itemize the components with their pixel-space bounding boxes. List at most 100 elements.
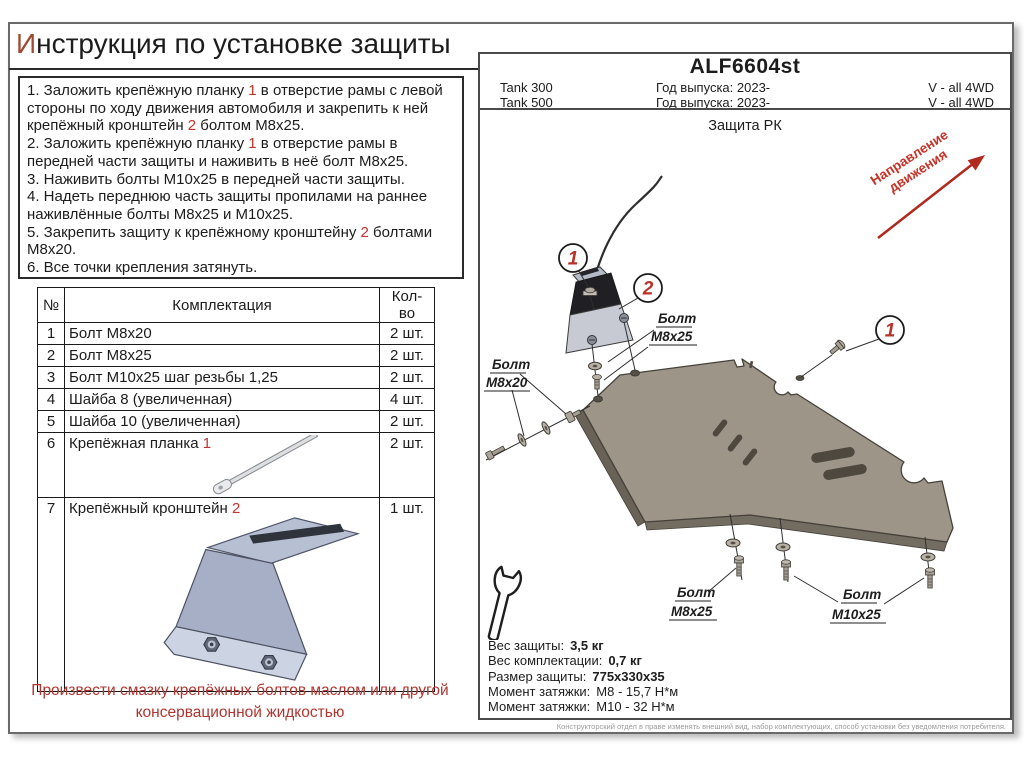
table-row: 5 Шайба 10 (увеличенная) 2 шт. — [37, 410, 435, 433]
spec-label: Вес защиты: — [488, 638, 565, 653]
title-text: нструкция по установке защиты — [36, 28, 451, 59]
callout-1-right: 1 — [845, 315, 905, 352]
washer — [541, 421, 551, 435]
cell-qty: 2 шт. — [379, 344, 435, 367]
label-text: М8х25 — [651, 329, 693, 344]
label-bolt-m8x25-top: Болт М8х25 — [603, 311, 697, 381]
cell-num: 3 — [37, 366, 65, 389]
warning-line1: Произвести смазку крепёжных болтов масло… — [31, 682, 449, 699]
hex-nut — [203, 637, 221, 652]
vehicle-model: Tank 300 — [500, 80, 553, 95]
instructions-box: 1. Заложить крепёжную планку 1 в отверст… — [18, 76, 464, 279]
wire-curve — [590, 175, 663, 291]
cell-num: 1 — [37, 322, 65, 345]
part-ref: 1 — [202, 435, 212, 452]
technical-drawing: Направление движения — [484, 127, 985, 640]
vehicle-year: Год выпуска: 2023- — [656, 95, 771, 110]
spec-value: 0,7 кг — [608, 653, 642, 669]
bolt-m8x25 — [734, 555, 744, 577]
cell-qty: 1 шт. — [379, 497, 435, 692]
bolt-m8x20 — [564, 409, 582, 424]
parts-table: № Комплектация Кол-во 1 Болт М8х20 2 шт.… — [37, 287, 435, 692]
cell-num: 2 — [37, 344, 65, 367]
bolt-right — [829, 339, 846, 355]
instruction-item: 2. Заложить крепёжную планку 1 в отверст… — [27, 135, 409, 170]
direction-of-travel: Направление движения — [868, 127, 985, 240]
bolt-m10x25 — [781, 559, 791, 581]
table-row: 1 Болт М8х20 2 шт. — [37, 322, 435, 345]
label-bolt-m8x25-bottom: Болт М8х25 — [669, 567, 737, 621]
hanging-bolt-set — [920, 536, 936, 589]
instruction-item: 1. Заложить крепёжную планку 1 в отверст… — [27, 82, 443, 135]
plate-slot — [727, 434, 743, 452]
label-text: Болт — [492, 357, 530, 372]
spec-value: 775х330х35 — [592, 668, 665, 684]
spec-row: Вес защиты: 3,5 кг — [488, 638, 808, 653]
spec-label: Момент затяжки: — [488, 699, 591, 715]
callout-1-top: 1 — [558, 243, 590, 289]
table-row: 3 Болт М10х25 шаг резьбы 1,25 2 шт. — [37, 366, 435, 389]
plate-slot — [742, 448, 758, 466]
spec-value: 3,5 кг — [570, 638, 604, 653]
wrench-icon — [487, 565, 522, 640]
warning-line2: консервационной жидкостью — [135, 704, 345, 721]
cell-qty: 2 шт. — [379, 432, 435, 498]
hex-nut — [260, 654, 278, 670]
label-text: М10х25 — [832, 607, 881, 622]
washer — [588, 361, 602, 371]
footer-disclaimer: Конструкторский отдел в праве изменять в… — [556, 722, 1006, 731]
label-bolt-m10x25: Болт М10х25 — [793, 575, 925, 624]
spec-value: М10 - 32 Н*м — [596, 699, 675, 715]
skid-plate — [574, 358, 954, 552]
label-text: М8х20 — [486, 375, 528, 390]
label-text: Болт — [677, 585, 715, 600]
instruction-item: 6. Все точки крепления затянуть. — [27, 259, 258, 277]
table-row: 4 Шайба 8 (увеличенная) 4 шт. — [37, 388, 435, 411]
title-divider — [9, 68, 478, 70]
col-header-qty: Кол-во — [379, 287, 435, 323]
spec-label: Момент затяжки: — [488, 683, 591, 699]
product-title: Защита РК — [708, 118, 782, 134]
spec-value: М8 - 15,7 Н*м — [596, 683, 679, 699]
callout-number: 2 — [642, 279, 654, 300]
bolt-top — [582, 286, 598, 296]
instruction-item: 3. Наживить болты М10х25 в передней част… — [27, 170, 405, 188]
instruction-item: 4. Надеть переднюю часть защиты пропилам… — [27, 188, 428, 223]
cell-qty: 4 шт. — [379, 388, 435, 411]
page-title: Инструкция по установке защиты — [16, 28, 451, 60]
washer — [517, 433, 527, 447]
table-row: 2 Болт М8х25 2 шт. — [37, 344, 435, 367]
spec-row: Момент затяжки: М8 - 15,7 Н*м — [488, 684, 808, 699]
hanging-bolt-set — [725, 513, 744, 581]
arrow-head-icon — [967, 155, 985, 171]
instruction-item: 5. Закрепить защиту к крепёжному кронште… — [27, 223, 433, 259]
table-row-bracket: 7 Крепёжный кронштейн 2 — [37, 497, 435, 692]
col-header-name: Комплектация — [64, 287, 380, 323]
label-text: М8х25 — [671, 604, 713, 619]
spec-row: Вес комплектации: 0,7 кг — [488, 653, 808, 668]
spec-label: Размер защиты: — [488, 668, 587, 684]
cell-num: 5 — [37, 410, 65, 433]
part-name: Крепёжная планка — [69, 435, 203, 452]
hardware-chain-left — [485, 405, 591, 461]
bolt-m8x20 — [485, 445, 506, 461]
cell-num: 7 — [37, 497, 65, 692]
spec-label: Вес комплектации: — [488, 653, 603, 669]
cell-name: Крепёжный кронштейн 2 — [64, 497, 380, 692]
vehicle-model: Tank 500 — [500, 95, 553, 110]
spec-row: Момент затяжки: М10 - 32 Н*м — [488, 699, 808, 714]
part-code: ALF6604st — [689, 55, 801, 78]
cell-name: Болт М8х25 — [64, 344, 380, 367]
cell-num: 6 — [37, 432, 65, 498]
mount-bracket-image — [163, 517, 361, 681]
table-row-planka: 6 Крепёжная планка 1 2 шт. — [37, 432, 435, 498]
cell-name: Болт М8х20 — [64, 322, 380, 345]
cell-name: Болт М10х25 шаг резьбы 1,25 — [64, 366, 380, 389]
spec-list: Вес защиты: 3,5 кг Вес комплектации: 0,7 к… — [488, 638, 808, 714]
header-divider — [480, 108, 1010, 110]
callout-number: 1 — [885, 321, 896, 342]
col-header-num: № — [37, 287, 65, 323]
callout-2: 2 — [618, 273, 663, 310]
spec-row: Размер защиты: 775х330х35 — [488, 669, 808, 684]
